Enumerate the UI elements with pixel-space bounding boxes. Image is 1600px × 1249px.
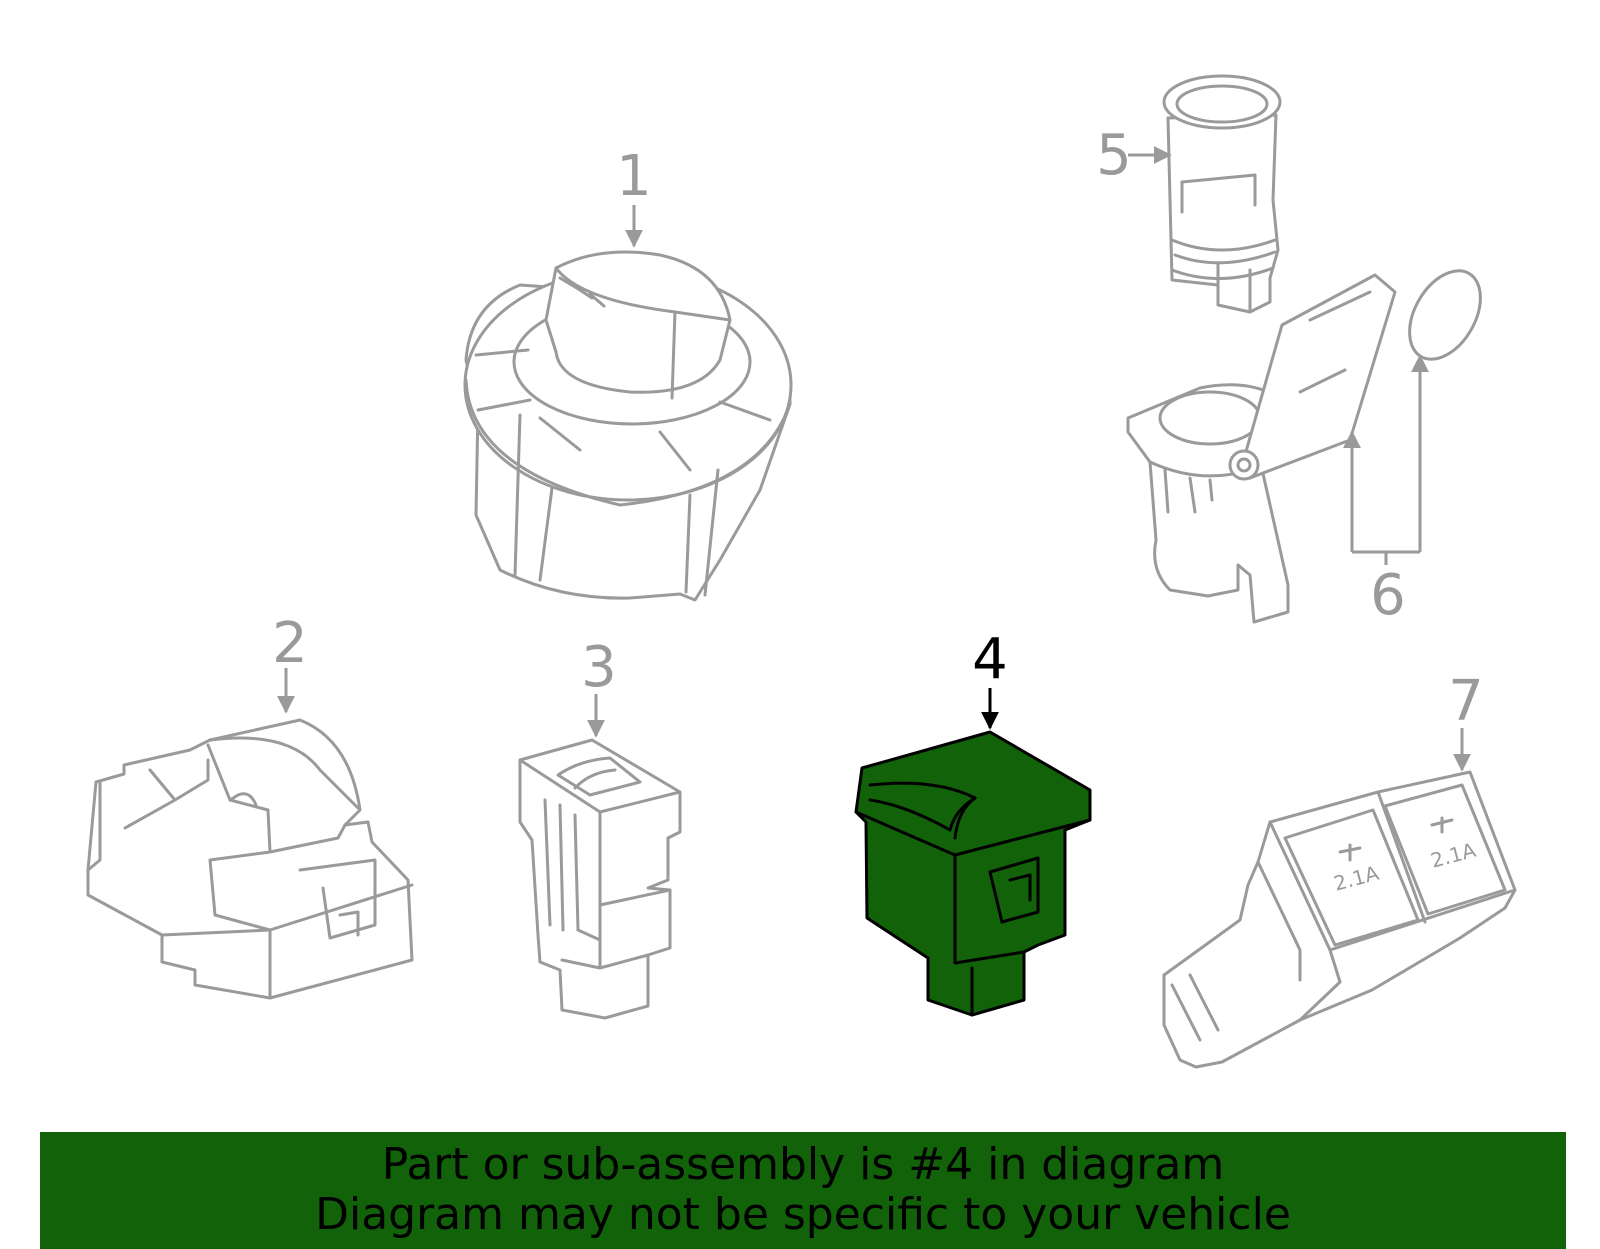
part-7-dual-usb-port[interactable]: 2.1A 2.1A [1162, 770, 1517, 1069]
callout-3: 3 [581, 635, 617, 700]
callout-6: 6 [1370, 563, 1406, 628]
callout-4: 4 [972, 627, 1008, 692]
part-4-switch-highlighted[interactable] [854, 730, 1092, 1017]
part-5-power-socket[interactable] [1162, 74, 1282, 314]
callout-1: 1 [616, 144, 652, 209]
callout-2: 2 [272, 611, 308, 676]
banner-line-1: Part or sub-assembly is #4 in diagram [381, 1139, 1225, 1190]
info-banner: Part or sub-assembly is #4 in diagram Di… [40, 1132, 1566, 1249]
callout-5: 5 [1096, 123, 1132, 188]
part-6-socket-with-cover[interactable] [1126, 258, 1495, 624]
callout-7: 7 [1448, 669, 1484, 734]
banner-line-2: Diagram may not be specific to your vehi… [315, 1189, 1291, 1240]
part-3-rocker-switch[interactable] [518, 738, 682, 1020]
part-2-switch-assembly[interactable] [86, 718, 414, 1000]
part-1-rotary-switch[interactable] [463, 250, 793, 602]
